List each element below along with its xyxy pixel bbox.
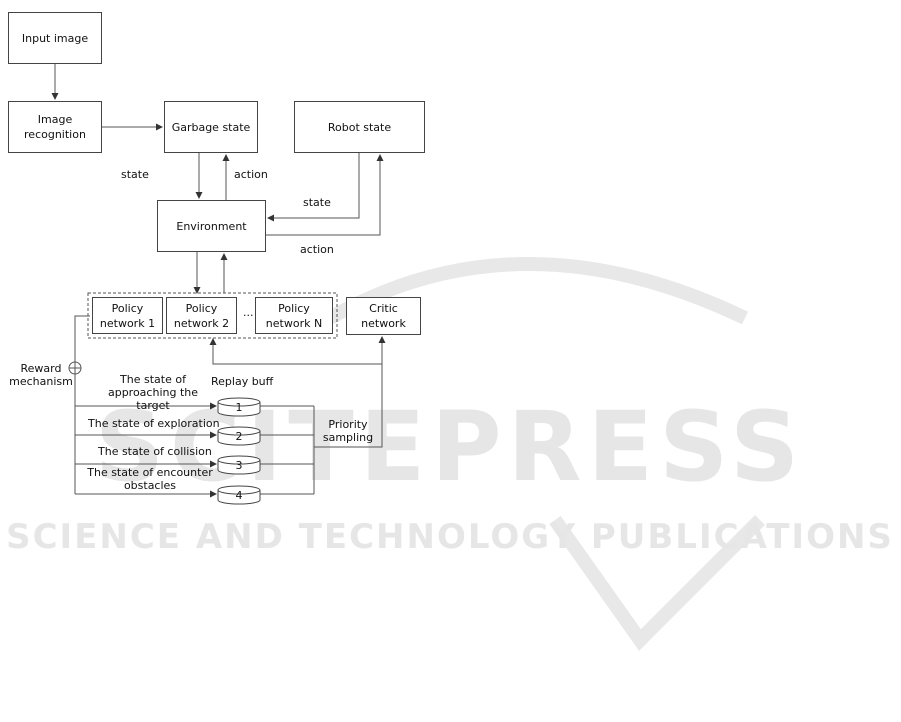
policy-network-2-label: Policy network 2: [173, 301, 230, 330]
robot-state-box: Robot state: [294, 101, 425, 153]
garbage-state-label: Garbage state: [171, 120, 251, 134]
policy-network-1-label: Policy network 1: [99, 301, 156, 330]
state-label-right: state: [303, 196, 331, 209]
input-image-label: Input image: [21, 31, 89, 45]
robot-state-label: Robot state: [327, 120, 392, 134]
replay-buffers: [217, 397, 261, 505]
buffer-3-number: 3: [235, 459, 243, 472]
policy-ellipsis: ...: [243, 306, 254, 319]
environment-label: Environment: [176, 219, 247, 233]
image-recognition-label: Image recognition: [24, 113, 86, 141]
action-label-right: action: [300, 243, 334, 256]
reward-mechanism-label: Reward mechanism: [9, 362, 73, 388]
policy-network-n-box: Policy network N: [255, 297, 333, 334]
garbage-state-box: Garbage state: [164, 101, 258, 153]
state-approaching-target-label: The state of approaching the target: [107, 373, 199, 412]
state-label-left: state: [121, 168, 149, 181]
state-collision-label: The state of collision: [98, 445, 212, 458]
image-recognition-box: Image recognition: [8, 101, 102, 153]
priority-sampling-label: Priority sampling: [322, 418, 374, 444]
critic-network-label: Critic network: [361, 302, 406, 330]
state-obstacles-label: The state of encounter obstacles: [87, 466, 213, 492]
action-label-left: action: [234, 168, 268, 181]
buffer-2-number: 2: [235, 430, 243, 443]
buffer-1-number: 1: [235, 401, 243, 414]
buffer-4-number: 4: [235, 489, 243, 502]
watermark-logo-text: SCITEPRESS: [95, 391, 805, 503]
state-exploration-label: The state of exploration: [88, 417, 220, 430]
input-image-box: Input image: [8, 12, 102, 64]
policy-network-1-box: Policy network 1: [92, 297, 163, 334]
watermark-tagline-text: SCIENCE AND TECHNOLOGY PUBLICATIONS: [6, 517, 894, 557]
replay-buff-label: Replay buff: [211, 375, 274, 388]
policy-network-2-box: Policy network 2: [166, 297, 237, 334]
critic-network-box: Critic network: [346, 297, 421, 335]
environment-box: Environment: [157, 200, 266, 252]
policy-network-n-label: Policy network N: [265, 301, 323, 330]
